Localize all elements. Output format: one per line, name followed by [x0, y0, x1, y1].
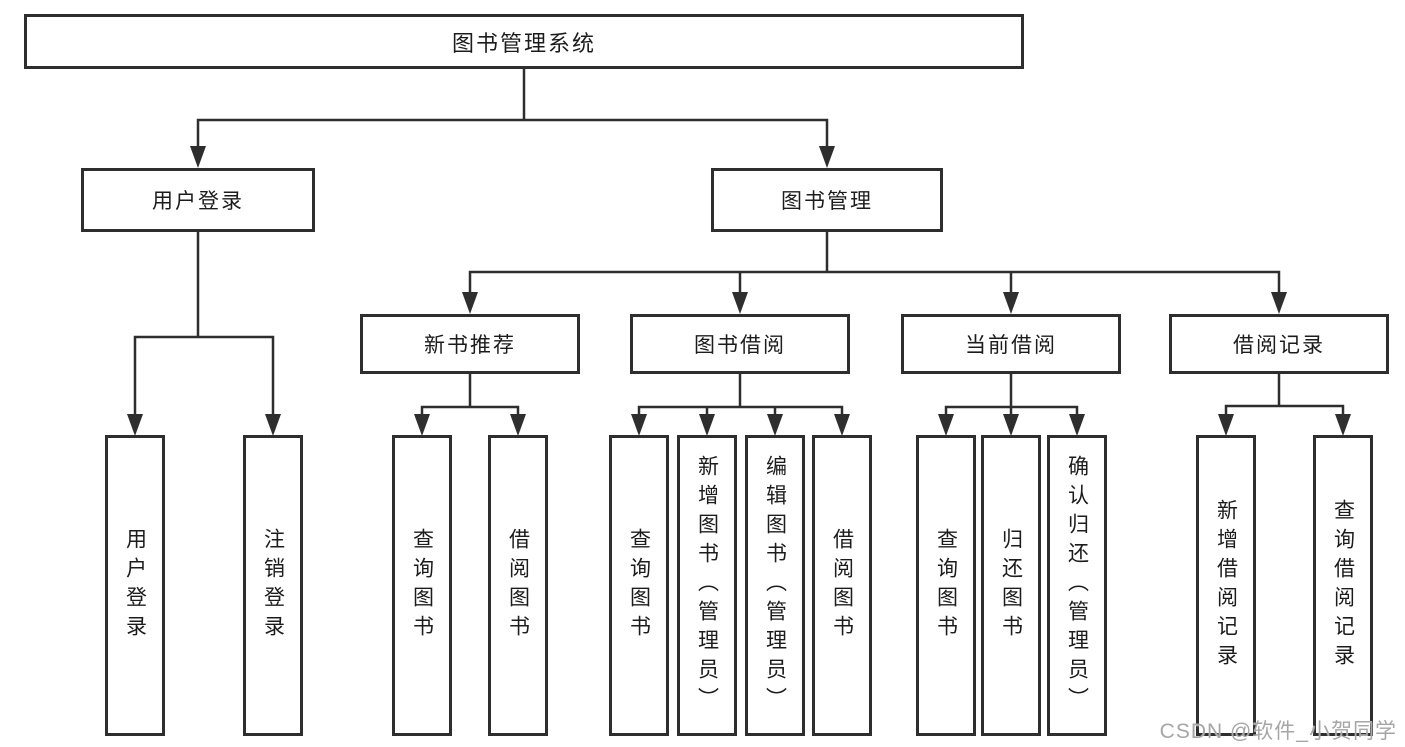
- node-new-book-recommend: 新书推荐: [360, 314, 580, 374]
- node-borrow-records: 借阅记录: [1169, 314, 1389, 374]
- arrowhead-leaf-query-books-1: [414, 414, 430, 436]
- leaf-query-books-3: 查询图书: [916, 435, 976, 736]
- connector-borrow-records-branch: [1224, 372, 1345, 416]
- watermark-text: CSDN @软件_小贺同学: [1159, 720, 1397, 743]
- arrowhead-leaf-query-borrow-record: [1335, 414, 1351, 436]
- node-book-management: 图书管理: [711, 168, 943, 232]
- arrowhead-leaf-user-login: [127, 414, 143, 436]
- leaf-query-books-1: 查询图书: [392, 435, 452, 736]
- leaf-add-book-admin: 新增图书（管理员）: [677, 435, 737, 736]
- arrowhead-leaf-query-books-2: [631, 414, 647, 436]
- leaf-user-login: 用户登录: [105, 435, 165, 736]
- node-root-system: 图书管理系统: [24, 14, 1024, 69]
- connector-book-borrow-branch: [637, 372, 844, 416]
- arrowhead-leaf-add-borrow-record: [1218, 414, 1234, 436]
- arrowhead-leaf-return-book: [1003, 414, 1019, 436]
- leaf-logout: 注销登录: [243, 435, 303, 736]
- arrowhead-leaf-logout: [265, 414, 281, 436]
- connector-current-borrow-branch: [944, 372, 1079, 416]
- arrowhead-new-book-recommend: [462, 292, 478, 314]
- arrowhead-leaf-borrow-books-2: [834, 414, 850, 436]
- arrowhead-leaf-borrow-books-1: [510, 414, 526, 436]
- leaf-return-book: 归还图书: [981, 435, 1041, 736]
- arrowhead-leaf-add-book: [699, 414, 715, 436]
- leaf-edit-book-admin: 编辑图书（管理员）: [745, 435, 805, 736]
- connector-root-to-level2: [196, 67, 829, 149]
- leaf-borrow-books-1: 借阅图书: [488, 435, 548, 736]
- connector-book-management-branch: [468, 230, 1281, 294]
- arrowhead-book-management: [819, 146, 835, 168]
- arrowhead-book-borrow: [732, 292, 748, 314]
- connector-user-login-branch: [133, 230, 275, 416]
- leaf-query-books-2: 查询图书: [609, 435, 669, 736]
- arrowhead-current-borrow: [1003, 292, 1019, 314]
- arrowhead-leaf-confirm-return: [1069, 414, 1085, 436]
- arrowhead-leaf-edit-book: [767, 414, 783, 436]
- leaf-add-borrow-record: 新增借阅记录: [1196, 435, 1256, 736]
- leaf-query-borrow-record: 查询借阅记录: [1313, 435, 1373, 736]
- node-current-borrow: 当前借阅: [901, 314, 1121, 374]
- node-book-borrow: 图书借阅: [630, 314, 850, 374]
- leaf-borrow-books-2: 借阅图书: [812, 435, 872, 736]
- leaf-confirm-return-admin: 确认归还（管理员）: [1047, 435, 1107, 736]
- arrowhead-leaf-query-books-3: [938, 414, 954, 436]
- node-user-login: 用户登录: [81, 168, 315, 232]
- connector-new-book-recommend-branch: [420, 372, 520, 416]
- arrowhead-borrow-records: [1271, 292, 1287, 314]
- arrowhead-user-login: [190, 146, 206, 168]
